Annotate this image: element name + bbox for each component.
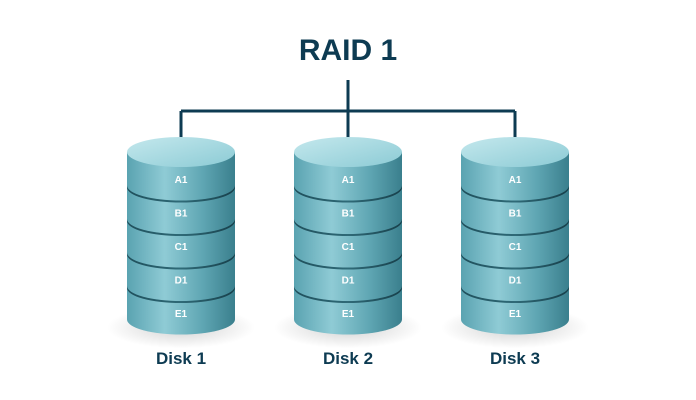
block-label: A1 <box>342 175 355 186</box>
block-label: C1 <box>509 242 522 253</box>
disk-label: Disk 3 <box>490 349 540 368</box>
block-label: C1 <box>342 242 355 253</box>
disk-top-cap <box>294 137 402 167</box>
block-label: E1 <box>342 309 355 320</box>
block-label: A1 <box>175 175 188 186</box>
block-label: D1 <box>509 276 522 287</box>
disk-top-cap <box>127 137 235 167</box>
block-label: B1 <box>175 209 188 220</box>
block-label: D1 <box>342 276 355 287</box>
block-label: C1 <box>175 242 188 253</box>
block-label: D1 <box>175 276 188 287</box>
disk-top-cap <box>461 137 569 167</box>
block-label: B1 <box>342 209 355 220</box>
diagram-title: RAID 1 <box>299 34 397 67</box>
block-label: E1 <box>175 309 188 320</box>
block-label: E1 <box>509 309 522 320</box>
block-label: A1 <box>509 175 522 186</box>
block-label: B1 <box>509 209 522 220</box>
disk-label: Disk 1 <box>156 349 206 368</box>
disk-label: Disk 2 <box>323 349 373 368</box>
